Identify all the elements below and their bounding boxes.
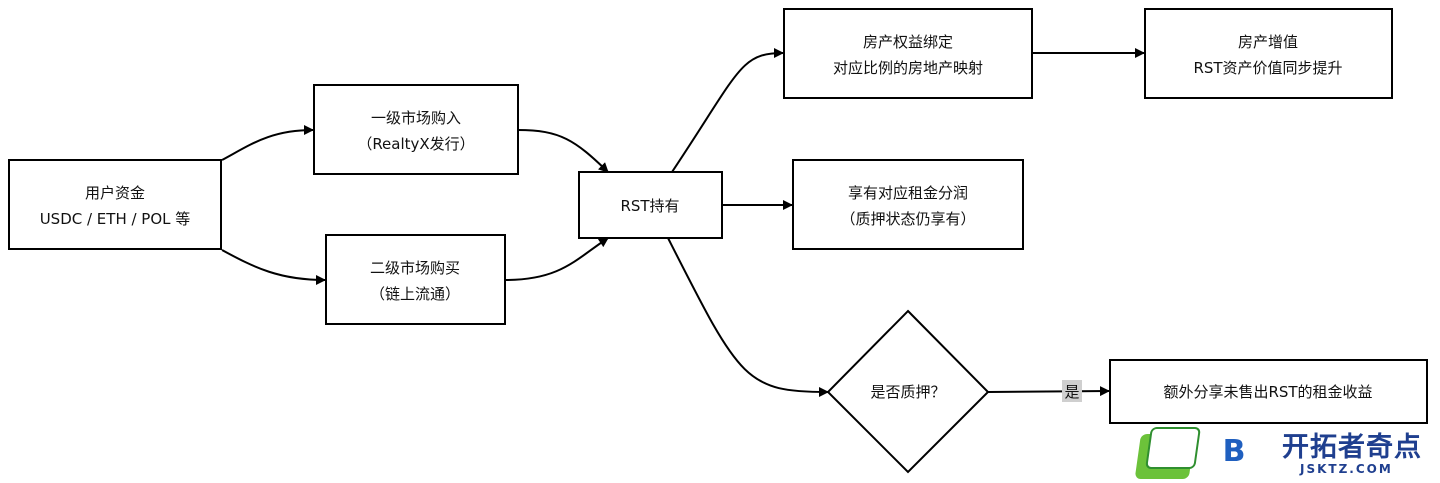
node-primary-line-2: （RealtyX发行） (357, 135, 474, 153)
node-staked-line-1: 是否质押？ (870, 383, 945, 401)
node-funds: 用户资金 USDC / ETH / POL 等 (8, 159, 222, 250)
edge-funds-to-primary (221, 125, 314, 161)
node-rent-share-line-2: （质押状态仍享有） (840, 210, 975, 228)
edge-staked-to-extra-income (987, 386, 1110, 397)
edges (221, 48, 1145, 397)
edge-label-text: 是 (1064, 383, 1079, 401)
logo-subtitle: JSKTZ.COM (1299, 462, 1393, 476)
edge-label-background (1062, 380, 1082, 402)
edge-label-yes: 是 (1062, 380, 1082, 402)
node-property-bind-line-2: 对应比例的房地产映射 (833, 59, 983, 77)
node-property-bind: 房产权益绑定 对应比例的房地产映射 (783, 8, 1033, 99)
logo-mark-icon: B (1135, 427, 1246, 479)
node-rent-share-line-1: 享有对应租金分润 (848, 184, 968, 202)
node-secondary-line-2: （链上流通） (370, 285, 460, 303)
node-rst: RST持有 (578, 171, 723, 239)
node-extra-income: 额外分享未售出RST的租金收益 (1109, 359, 1428, 424)
edge-rst-to-staked (667, 237, 829, 397)
node-rst-line-1: RST持有 (620, 197, 679, 215)
node-secondary: 二级市场购买 （链上流通） (325, 234, 506, 325)
logo-mark-letter: B (1223, 434, 1246, 469)
node-appreciation-line-1: 房产增值 (1238, 33, 1298, 51)
node-appreciation-line-2: RST资产价值同步提升 (1193, 59, 1342, 77)
node-extra-income-line-1: 额外分享未售出RST的租金收益 (1163, 383, 1372, 401)
node-funds-line-1: 用户资金 (85, 184, 145, 202)
node-staked-decision: 是否质押？ (826, 309, 990, 474)
node-primary: 一级市场购入 （RealtyX发行） (313, 84, 519, 175)
edge-rst-to-property-bind (671, 48, 784, 173)
logo-title: 开拓者奇点 (1282, 432, 1422, 463)
node-primary-line-1: 一级市场购入 (371, 109, 461, 127)
node-property-bind-line-1: 房产权益绑定 (863, 33, 953, 51)
edge-secondary-to-rst (504, 237, 609, 281)
edge-primary-to-rst (517, 129, 609, 173)
edge-funds-to-secondary (221, 249, 326, 285)
node-appreciation: 房产增值 RST资产价值同步提升 (1144, 8, 1393, 99)
node-funds-line-2: USDC / ETH / POL 等 (40, 210, 191, 228)
node-rent-share: 享有对应租金分润 （质押状态仍享有） (792, 159, 1024, 250)
node-secondary-line-1: 二级市场购买 (370, 259, 460, 277)
logo: B 开拓者奇点 JSKTZ.COM (1135, 427, 1422, 479)
